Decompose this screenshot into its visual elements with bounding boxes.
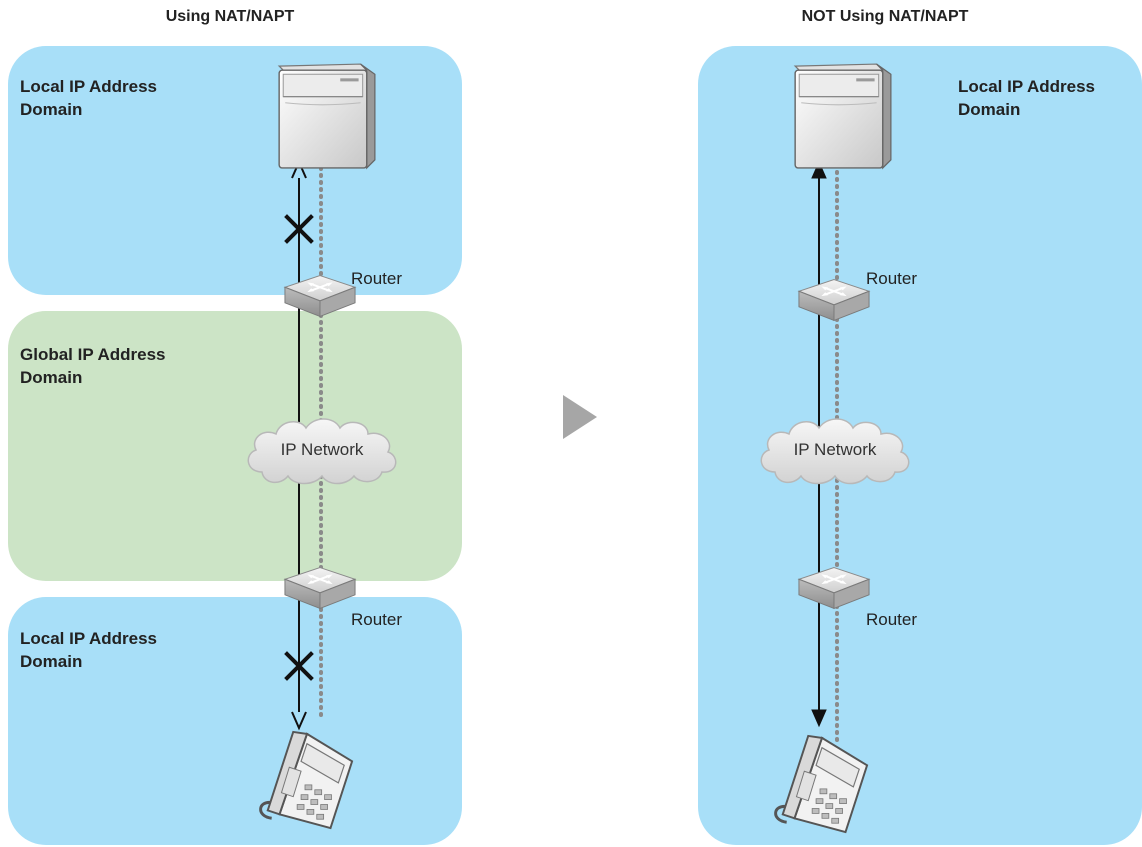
left-top-domain-label: Local IP Address Domain (20, 77, 157, 119)
right-pbx-icon (794, 63, 892, 169)
left-phone-icon (259, 730, 354, 830)
left-pbx-icon (278, 63, 376, 169)
right-router-bottom-label: Router (866, 610, 918, 629)
left-router-bottom-icon (283, 566, 357, 610)
left-network-label: IP Network (280, 440, 364, 459)
right-title: NOT Using NAT/NAPT (801, 8, 969, 25)
left-router-top-label: Router (351, 269, 403, 288)
left-bottom-domain-label: Local IP Address Domain (20, 629, 157, 671)
right-router-top-icon (797, 278, 871, 322)
left-bottom-local-domain (8, 597, 462, 845)
right-domain-label: Local IP Address Domain (958, 77, 1095, 119)
transition-arrow-icon (563, 395, 597, 439)
left-global-domain-label: Global IP Address Domain (20, 345, 166, 387)
right-network-label: IP Network (793, 440, 877, 459)
right-router-top-label: Router (866, 269, 918, 288)
left-top-local-domain (8, 46, 462, 295)
left-title: Using NAT/NAPT (165, 8, 295, 25)
left-router-top-icon (283, 274, 357, 318)
right-router-bottom-icon (797, 566, 871, 610)
left-top-blocked-x-icon (284, 214, 314, 244)
right-phone-icon (774, 734, 869, 834)
left-bottom-blocked-x-icon (284, 651, 314, 681)
left-router-bottom-label: Router (351, 610, 403, 629)
